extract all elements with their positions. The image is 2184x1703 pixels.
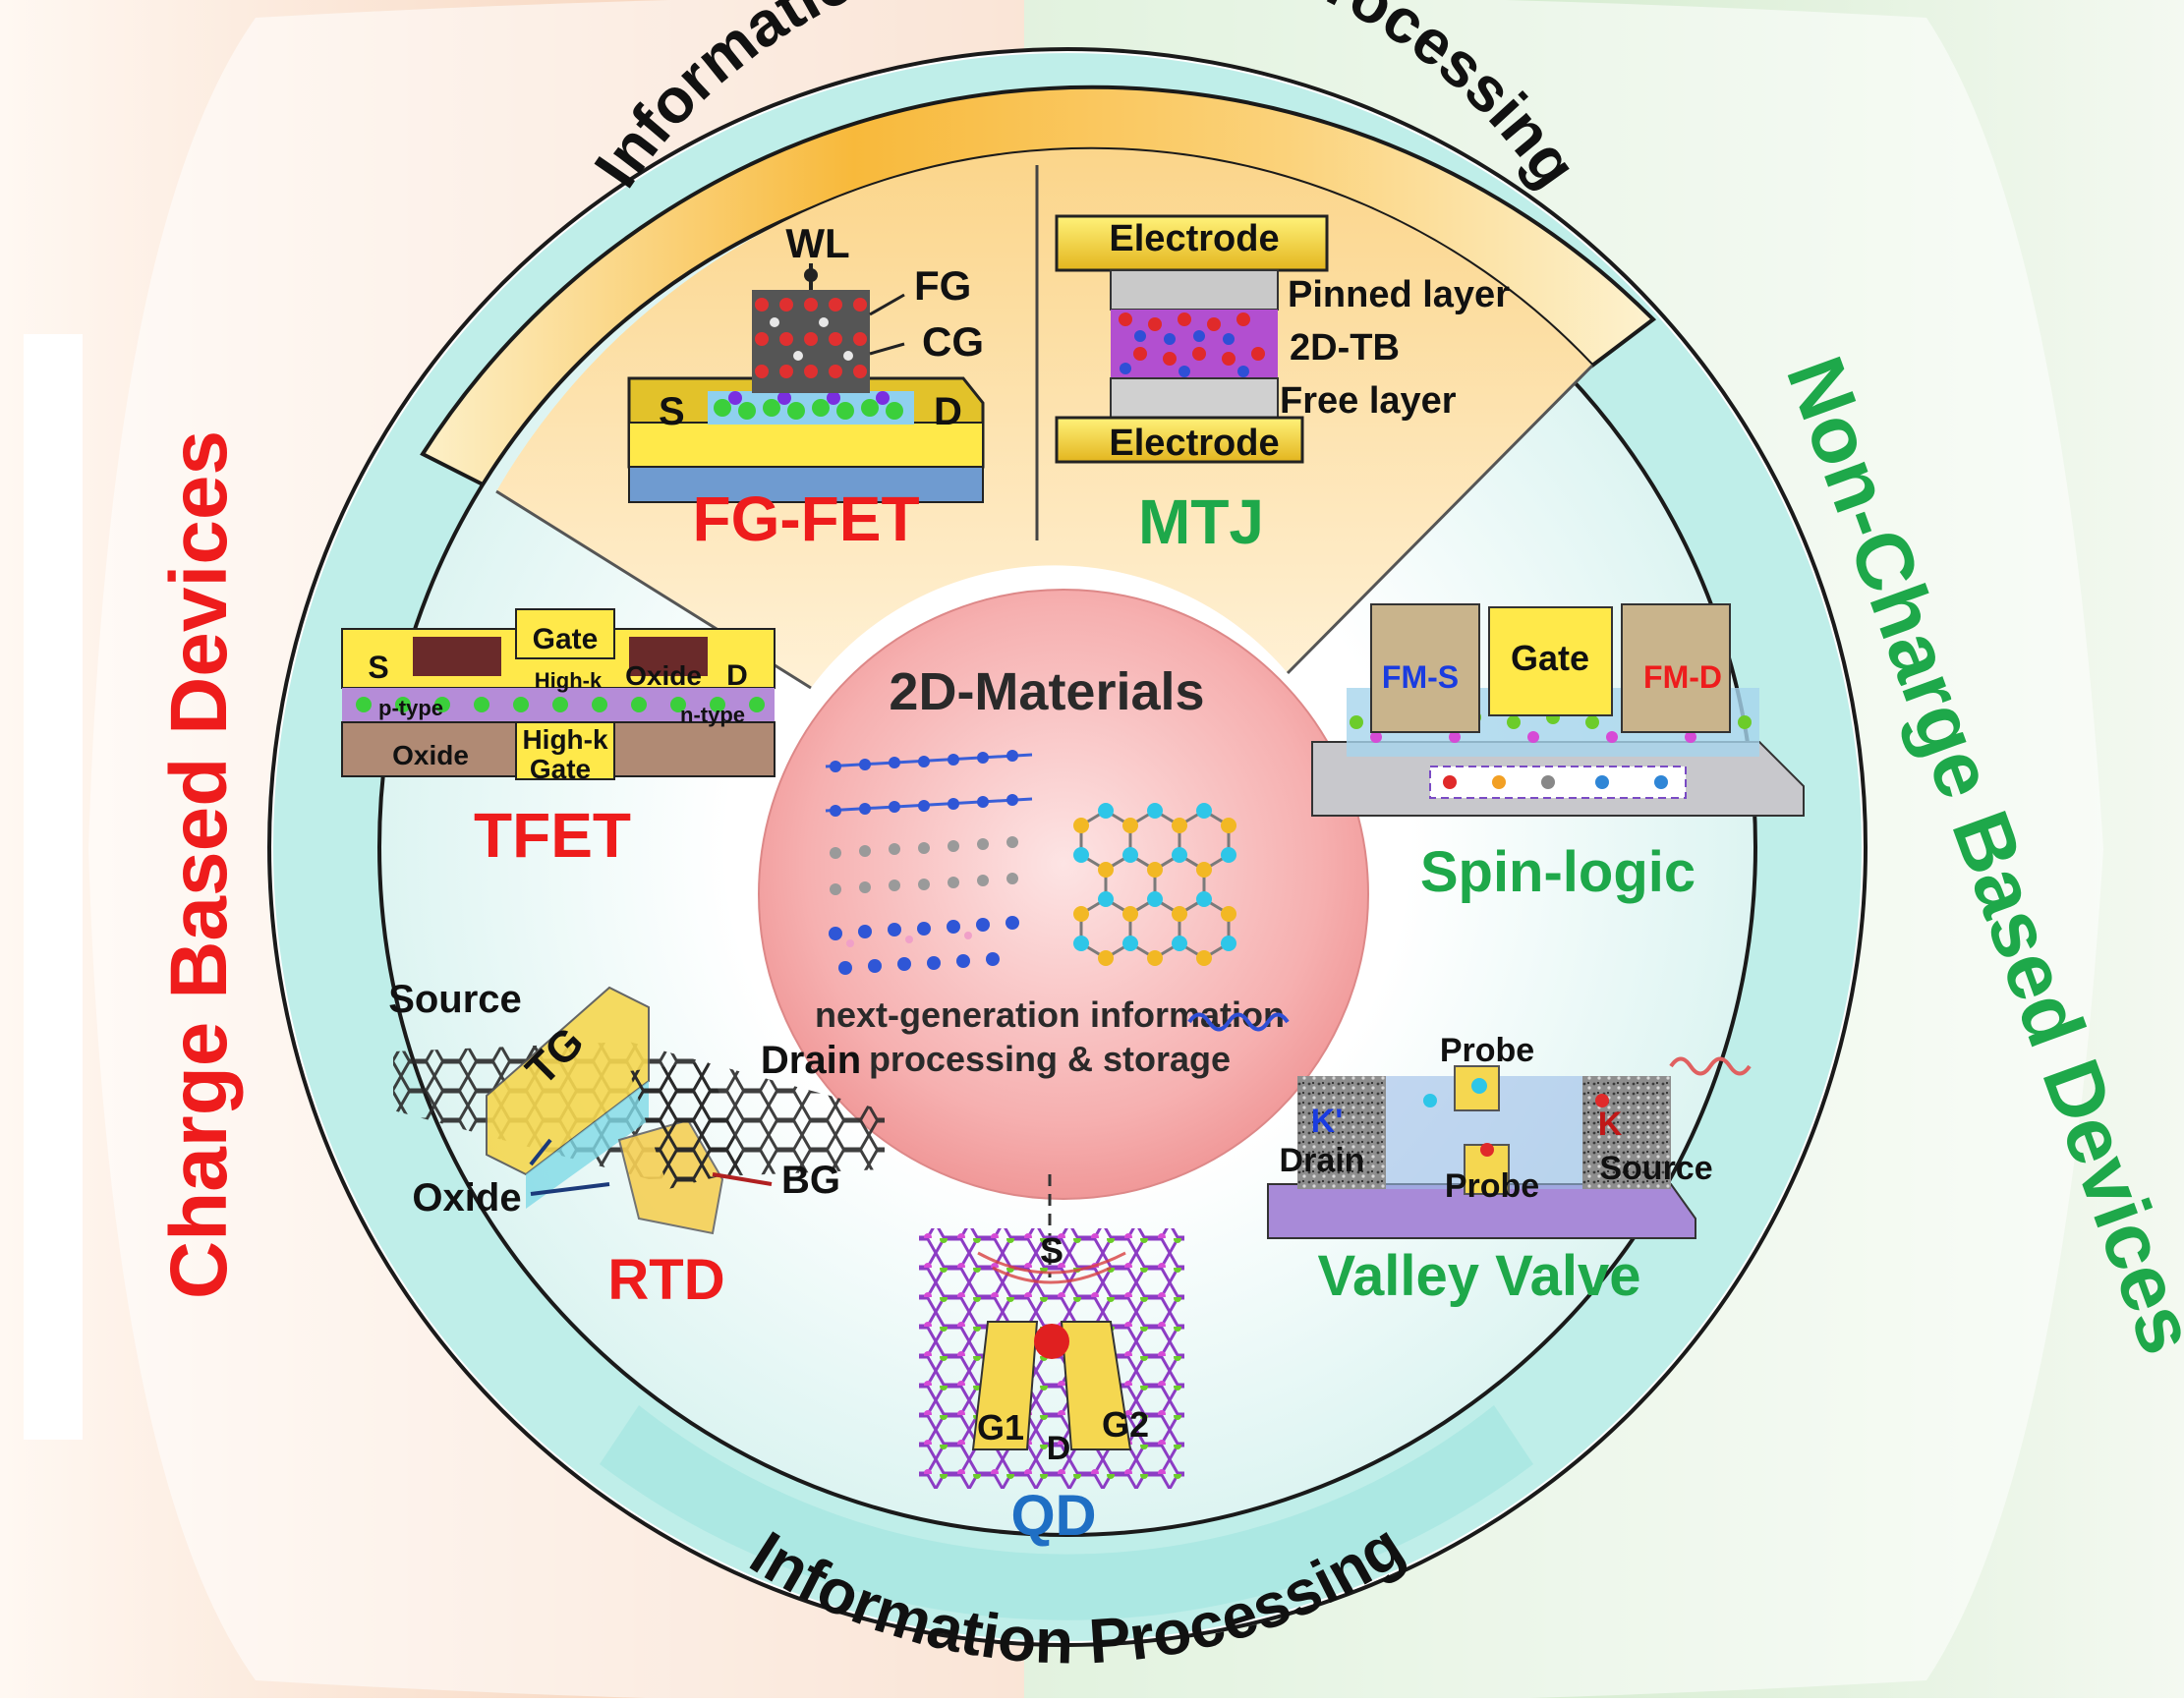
mtj-name: MTJ	[1138, 486, 1264, 557]
center-caption-line1: next-generation information	[815, 994, 1285, 1035]
spinlogic-fmd-label: FM-D	[1643, 659, 1722, 695]
valley-kprime-label: K'	[1311, 1103, 1344, 1140]
tfet-name: TFET	[474, 800, 631, 871]
valley-k-label: K	[1598, 1106, 1623, 1143]
rtd-drain-label: Drain	[761, 1039, 861, 1082]
tfet-highk-top-label: High-k	[535, 668, 603, 693]
qd-s-label: S	[1040, 1230, 1063, 1271]
valley-name: Valley Valve	[1318, 1244, 1641, 1308]
rtd-name: RTD	[607, 1248, 724, 1312]
rtd-bg-label: BG	[781, 1159, 840, 1202]
tfet-d-label: D	[726, 659, 748, 692]
fgfet-wl-label: WL	[785, 220, 849, 266]
valley-probe-top-label: Probe	[1440, 1032, 1534, 1069]
center-title: 2D-Materials	[889, 662, 1204, 721]
mtj-electrode-bottom-label: Electrode	[1109, 423, 1279, 464]
fgfet-name: FG-FET	[692, 483, 919, 554]
fgfet-cg-label: CG	[922, 318, 984, 365]
spinlogic-fms-label: FM-S	[1382, 659, 1459, 695]
tfet-highk-bottom-label: High-k	[522, 724, 608, 755]
valley-source-label: Source	[1599, 1150, 1712, 1187]
fgfet-d-label: D	[934, 390, 962, 433]
tfet-ntype-label: n-type	[680, 703, 745, 727]
qd-g2-label: G2	[1102, 1404, 1149, 1445]
spinlogic-gate-label: Gate	[1511, 638, 1589, 678]
bottom-band	[600, 1405, 1533, 1620]
qd-d-label: D	[1047, 1430, 1071, 1467]
layered-crystal-icon	[825, 750, 1033, 975]
lattice-atoms	[1073, 803, 1236, 966]
qd-g1-label: G1	[977, 1407, 1024, 1448]
center-caption-line2: processing & storage	[869, 1039, 1231, 1079]
mtj-pinned-label: Pinned layer	[1288, 274, 1510, 315]
left-edge-strip	[24, 334, 83, 1440]
left-side-label: Charge Based Devices	[154, 430, 244, 1299]
tfet-device: S Gate High-k Oxide D p-type n-type Oxid…	[341, 608, 776, 871]
mtj-device: Electrode Pinned layer 2D-TB Free layer …	[1055, 214, 1510, 557]
tfet-gate-bottom-label: Gate	[530, 754, 591, 784]
fgfet-s-label: S	[659, 390, 685, 433]
rtd-oxide-label: Oxide	[412, 1176, 521, 1220]
tfet-oxide-top-label: Oxide	[625, 660, 702, 691]
valley-probe-bottom-label: Probe	[1445, 1167, 1539, 1205]
spinlogic-device: FM-S Gate FM-D Spin-logic	[1311, 603, 1805, 904]
mtj-free-label: Free layer	[1280, 380, 1457, 422]
tfet-s-label: S	[368, 650, 388, 685]
wedge-edge-right	[1286, 364, 1594, 675]
mtj-electrode-top-label: Electrode	[1109, 218, 1279, 259]
mtj-tb-label: 2D-TB	[1290, 327, 1400, 369]
qd-name: QD	[1011, 1484, 1097, 1548]
rtd-device: TG Source Drain Oxide BG RTD	[388, 978, 885, 1312]
qd-device: S G1 D G2 QD	[919, 1228, 1184, 1548]
fgfet-fg-label: FG	[914, 262, 971, 309]
rtd-source-label: Source	[388, 978, 522, 1021]
tfet-oxide-bottom-label: Oxide	[392, 740, 469, 770]
spinlogic-name: Spin-logic	[1420, 840, 1695, 904]
fgfet-device: WL FG CG S D FG-FET	[627, 220, 985, 554]
valley-drain-label: Drain	[1280, 1142, 1365, 1179]
valley-device: Probe K' K Drain Probe Source Valley Val…	[1187, 1012, 1752, 1308]
storage-wedge	[496, 148, 1592, 689]
tfet-ptype-label: p-type	[378, 696, 443, 720]
center-circle	[758, 589, 1369, 1200]
tfet-gate-label: Gate	[533, 623, 599, 655]
